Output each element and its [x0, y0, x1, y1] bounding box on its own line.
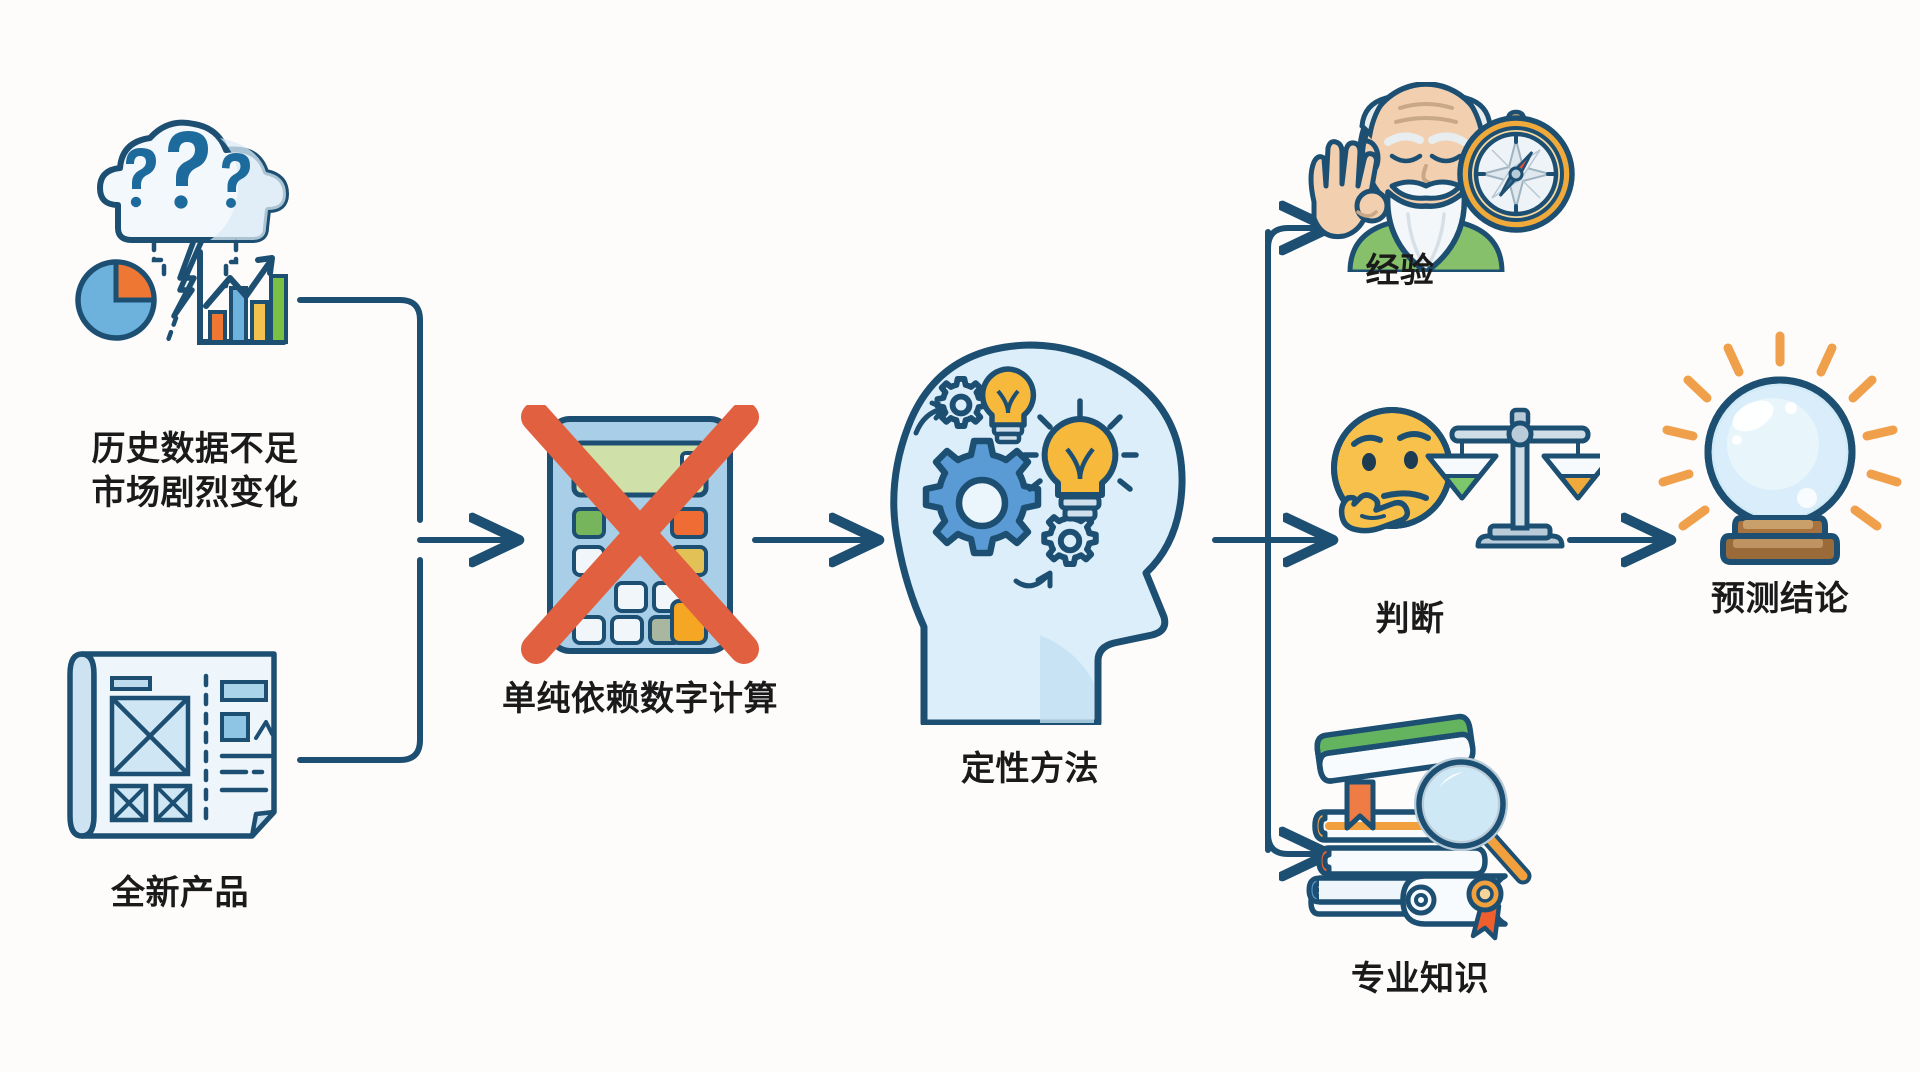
label-judgment: 判断 — [1300, 598, 1520, 642]
label-uncertainty-line2: 市场剧烈变化 — [91, 473, 299, 512]
cloud-question-charts-icon — [70, 110, 310, 355]
label-uncertainty: 历史数据不足 市场剧烈变化 — [30, 428, 360, 515]
connector-newproduct-merge — [297, 557, 423, 763]
label-new-product-line1: 全新产品 — [111, 874, 249, 912]
label-qualitative-method: 定性方法 — [880, 748, 1180, 792]
label-qualitative-method-line1: 定性方法 — [961, 750, 1099, 788]
head-gears-lightbulb-icon — [880, 335, 1220, 727]
label-expertise: 专业知识 — [1290, 958, 1550, 1002]
crystal-ball-icon — [1655, 330, 1905, 570]
label-forecast-conclusion: 预测结论 — [1640, 578, 1920, 622]
label-no-calculation: 单纯依赖数字计算 — [450, 678, 830, 722]
blueprint-icon — [60, 630, 300, 852]
label-uncertainty-line1: 历史数据不足 — [91, 430, 299, 468]
books-magnifier-diploma-icon — [1295, 700, 1575, 950]
label-judgment-line1: 判断 — [1375, 600, 1445, 638]
label-no-calculation-line1: 单纯依赖数字计算 — [502, 680, 778, 718]
label-new-product: 全新产品 — [60, 872, 300, 916]
thinking-face-scales-icon — [1330, 388, 1615, 558]
label-experience-line1: 经验 — [1365, 252, 1435, 290]
label-forecast-conclusion-line1: 预测结论 — [1711, 580, 1849, 618]
label-experience: 经验 — [1290, 250, 1510, 294]
label-expertise-line1: 专业知识 — [1351, 960, 1489, 998]
elder-compass-icon — [1288, 81, 1578, 275]
calculator-crossed-out-icon — [520, 402, 760, 665]
